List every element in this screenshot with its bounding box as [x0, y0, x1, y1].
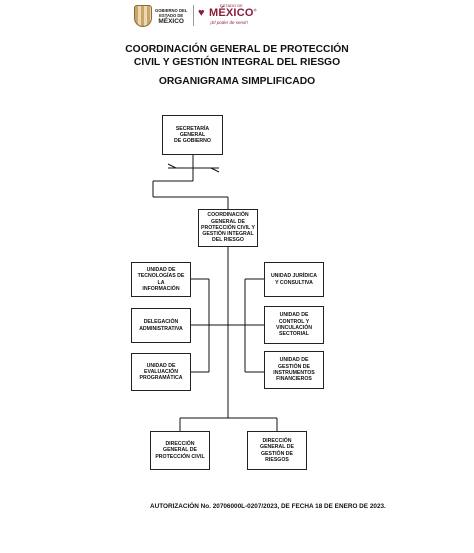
box-direccion-gestion-riesgos: DIRECCIÓN GENERAL DE GESTIÓN DE RIESGOS [247, 431, 307, 470]
title-line-2: CIVIL Y GESTIÓN INTEGRAL DEL RIESGO [133, 57, 341, 68]
gov-line-2: ESTADO DE [159, 12, 184, 18]
brand-name: MÉXICO® [209, 7, 257, 19]
registered-icon: ® [253, 7, 257, 13]
box-unidad-instrumentos-financieros: UNIDAD DE GESTIÓN DE INSTRUMENTOS FINANC… [264, 351, 324, 389]
heart-icon: ♥ [198, 7, 205, 19]
box-unidad-juridica: UNIDAD JURÍDICA Y CONSULTIVA [264, 262, 324, 297]
brand-name-text: MÉXICO [209, 7, 254, 19]
authorization-note: AUTORIZACIÓN No. 20706000L-0207/2023, DE… [150, 503, 386, 510]
box-direccion-proteccion-civil: DIRECCIÓN GENERAL DE PROTECCIÓN CIVIL [150, 431, 210, 470]
box-unidad-evaluacion: UNIDAD DE EVALUACIÓN PROGRAMÁTICA [131, 353, 191, 391]
gov-line-1: GOBIERNO DEL [155, 7, 188, 13]
header-divider [193, 5, 194, 26]
gobierno-estado-mexico-logo: GOBIERNO DEL ESTADO DE MÉXICO [134, 3, 190, 29]
title-line-3: ORGANIGRAMA SIMPLIFICADO [158, 76, 316, 87]
connector-break-tick-right [210, 167, 220, 173]
box-coordinacion-general: COORDINACIÓN GENERAL DE PROTECCIÓN CIVIL… [198, 209, 258, 247]
estado-de-mexico-brand-logo: ♥ ESTADO DE MÉXICO® ¡El poder de servir! [198, 3, 257, 31]
gov-line-3: MÉXICO [158, 17, 184, 25]
box-secretaria-general-de-gobierno: SECRETARÍA GENERAL DE GOBIERNO [162, 115, 223, 155]
brand-small-text: ESTADO DE [220, 3, 243, 8]
coat-of-arms-icon [134, 5, 152, 27]
connector-break-tick-left [167, 163, 177, 169]
title-line-1: COORDINACIÓN GENERAL DE PROTECCIÓN [125, 44, 349, 55]
box-delegacion-administrativa: DELEGACIÓN ADMINISTRATIVA [131, 308, 191, 343]
box-unidad-control-vinculacion: UNIDAD DE CONTROL Y VINCULACIÓN SECTORIA… [264, 306, 324, 344]
brand-slogan: ¡El poder de servir! [210, 20, 249, 25]
gobierno-logo-text: GOBIERNO DEL ESTADO DE MÉXICO [155, 8, 187, 25]
box-unidad-tecnologias: UNIDAD DE TECNOLOGÍAS DE LA INFORMACIÓN [131, 262, 191, 297]
